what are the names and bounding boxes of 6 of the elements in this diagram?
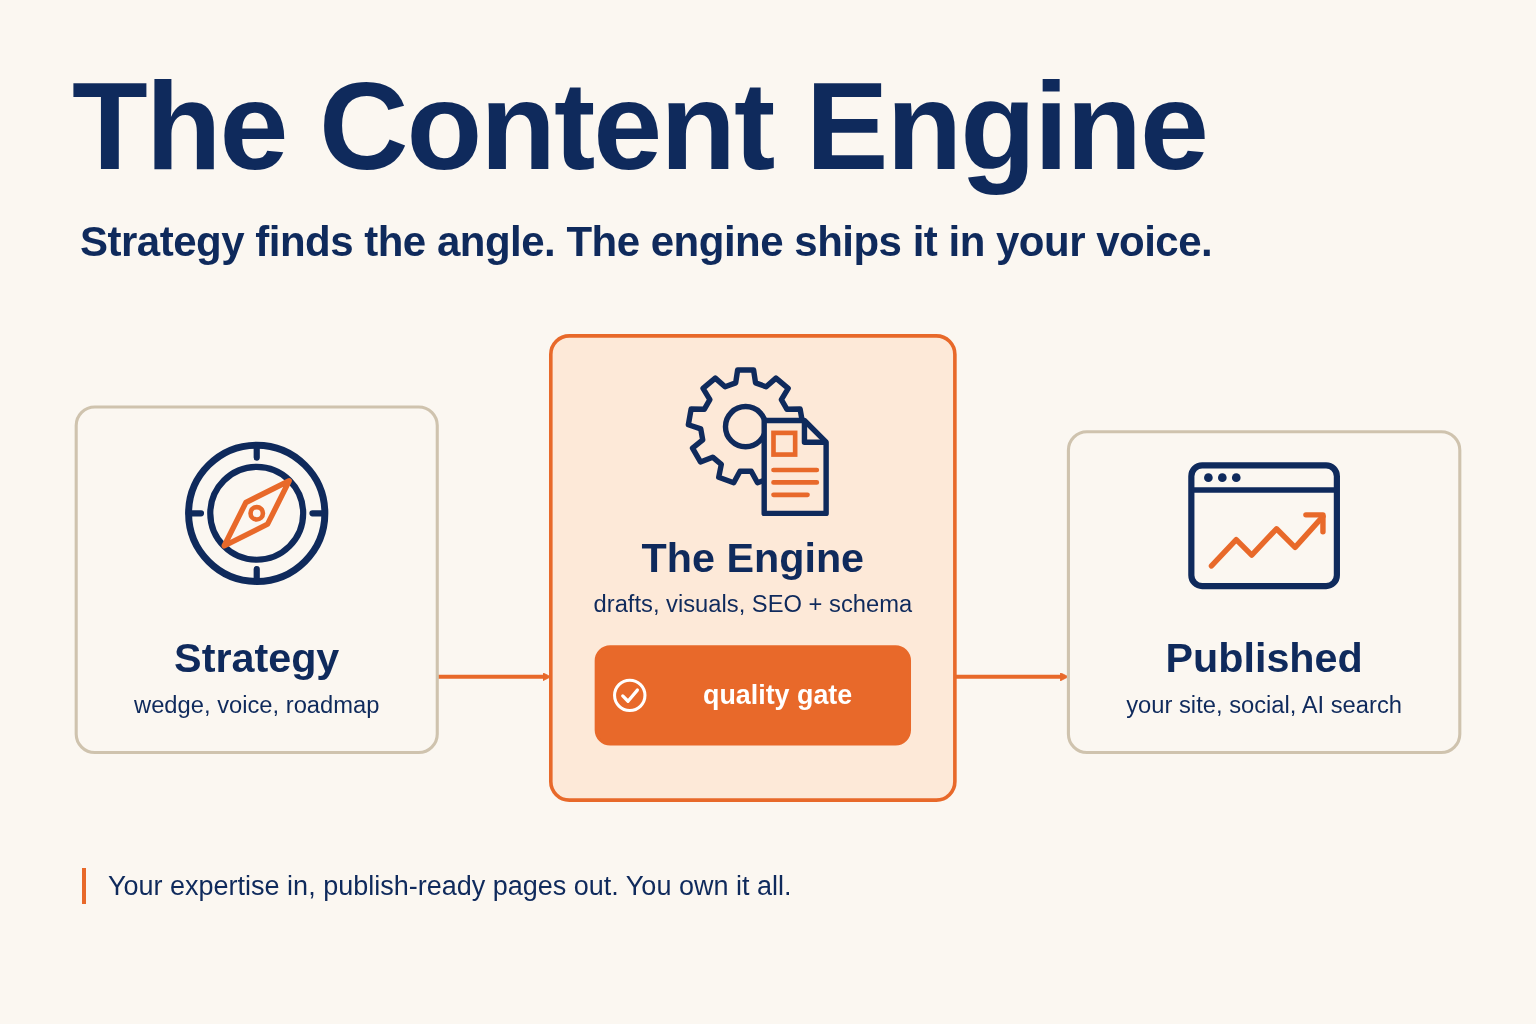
caption: Your expertise in, publish-ready pages out. You own it all. bbox=[82, 868, 792, 904]
title: The Content Engine bbox=[72, 58, 1208, 195]
node-box: Strategy wedge, voice, roadmap bbox=[74, 405, 439, 755]
subtitle: Strategy finds the angle. The engine ships it in your voice. bbox=[80, 218, 1213, 266]
node-box: Published your site, social, AI search bbox=[1066, 430, 1462, 755]
node-box: quality gate bbox=[594, 645, 911, 746]
